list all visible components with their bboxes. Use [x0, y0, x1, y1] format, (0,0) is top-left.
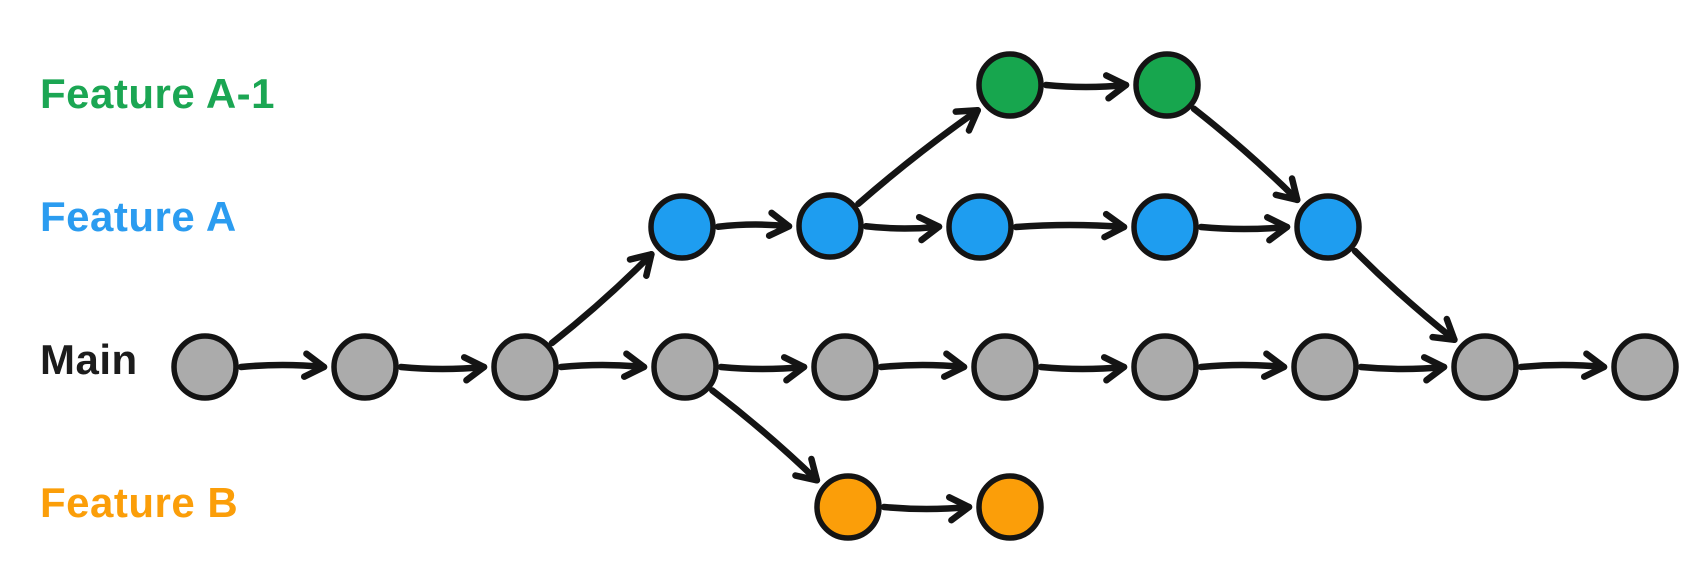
edge-a2-g1: [855, 107, 981, 208]
edge-g1-g2: [1042, 72, 1130, 102]
commit-node-a2: [796, 192, 864, 260]
commit-node-m5: [811, 333, 879, 401]
commit-node-m10: [1611, 333, 1679, 401]
edge-m5-m6: [877, 350, 968, 380]
commit-node-m2: [331, 333, 399, 401]
edge-g2-a5: [1190, 105, 1301, 204]
commit-node-a3: [946, 193, 1014, 261]
edge-m6-m7: [1037, 354, 1128, 384]
arrowhead-icon: [1260, 350, 1288, 380]
arrowhead-icon: [300, 350, 328, 380]
arrowhead-icon: [620, 350, 648, 380]
edge-a2-a3: [862, 213, 943, 244]
commit-node-g1: [976, 51, 1044, 119]
edge-a3-a4: [1012, 210, 1128, 241]
branch-label-feature-b: Feature B: [40, 479, 239, 527]
arrowhead-icon: [940, 350, 968, 380]
arrowhead-icon: [1429, 315, 1458, 343]
arrowhead-icon: [1272, 175, 1301, 204]
arrowhead-icon: [1264, 214, 1291, 244]
arrowhead-icon: [792, 455, 821, 484]
edge-m7-m8: [1197, 350, 1288, 380]
commit-node-m1: [171, 333, 239, 401]
commit-node-b1: [814, 473, 882, 541]
edge-m2-m3: [397, 354, 488, 384]
edge-m8-m9: [1357, 354, 1448, 384]
branch-label-feature-a1: Feature A-1: [40, 70, 276, 118]
commit-node-m6: [971, 333, 1039, 401]
commit-node-m8: [1291, 333, 1359, 401]
edge-m4-b1: [709, 387, 821, 484]
edge-m3-m4: [557, 350, 648, 380]
arrowhead-icon: [945, 494, 973, 524]
arrowhead-icon: [915, 213, 943, 244]
edge-a1-a2: [714, 209, 793, 239]
arrowhead-icon: [1420, 354, 1448, 384]
edge-m3-a1: [548, 251, 655, 347]
edge-a4-a5: [1197, 214, 1291, 244]
arrowhead-icon: [626, 251, 655, 279]
commit-node-a5: [1294, 193, 1362, 261]
commit-node-m9: [1451, 333, 1519, 401]
arrowhead-icon: [780, 354, 808, 384]
arrowhead-icon: [460, 354, 488, 384]
branch-label-feature-a: Feature A: [40, 193, 237, 241]
edge-b1-b2: [880, 494, 973, 524]
branch-label-main: Main: [40, 336, 138, 384]
commit-node-g2: [1133, 51, 1201, 119]
commit-node-m7: [1131, 333, 1199, 401]
commit-node-m4: [651, 333, 719, 401]
arrowhead-icon: [1102, 72, 1130, 102]
edge-a5-m9: [1351, 247, 1458, 343]
arrowhead-icon: [1580, 350, 1608, 380]
commit-node-a1: [648, 193, 716, 261]
arrowhead-icon: [952, 107, 981, 134]
edge-m9-m10: [1517, 350, 1608, 380]
arrowhead-icon: [1101, 210, 1128, 241]
arrowhead-icon: [1100, 354, 1128, 384]
commit-node-a4: [1131, 193, 1199, 261]
edge-m1-m2: [237, 350, 328, 380]
commit-node-m3: [491, 333, 559, 401]
edge-m4-m5: [717, 354, 808, 384]
commit-node-b2: [976, 473, 1044, 541]
arrowhead-icon: [765, 209, 793, 239]
